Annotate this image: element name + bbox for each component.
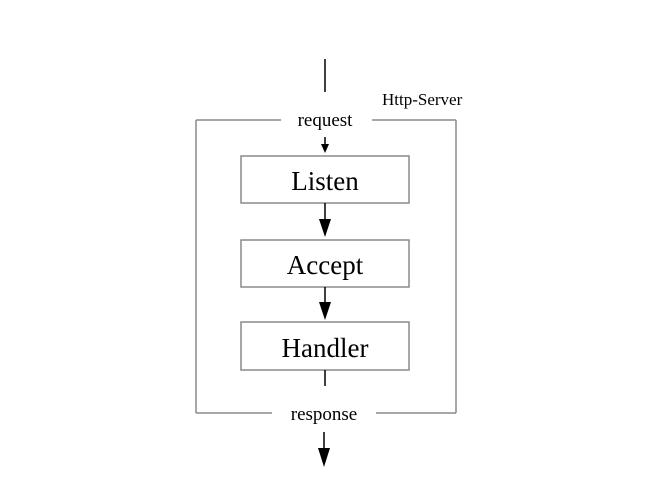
container-label: Http-Server bbox=[382, 90, 463, 109]
outgoing-arrow-head bbox=[318, 448, 330, 467]
arrow-accept-to-handler-head bbox=[319, 302, 331, 320]
arrow-request-to-listen-head bbox=[321, 144, 329, 153]
stage-listen-box bbox=[240, 155, 410, 204]
stage-accept: Accept bbox=[240, 239, 410, 288]
stage-listen: Listen bbox=[240, 155, 410, 204]
stage-handler-label: Handler bbox=[282, 333, 369, 363]
response-label: response bbox=[291, 404, 357, 425]
http-server-container bbox=[195, 119, 457, 414]
stage-handler: Handler bbox=[240, 321, 410, 371]
stage-listen-label: Listen bbox=[291, 166, 359, 196]
arrow-listen-to-accept-head bbox=[319, 219, 331, 237]
request-label: request bbox=[298, 110, 354, 131]
stage-accept-label: Accept bbox=[287, 250, 364, 280]
